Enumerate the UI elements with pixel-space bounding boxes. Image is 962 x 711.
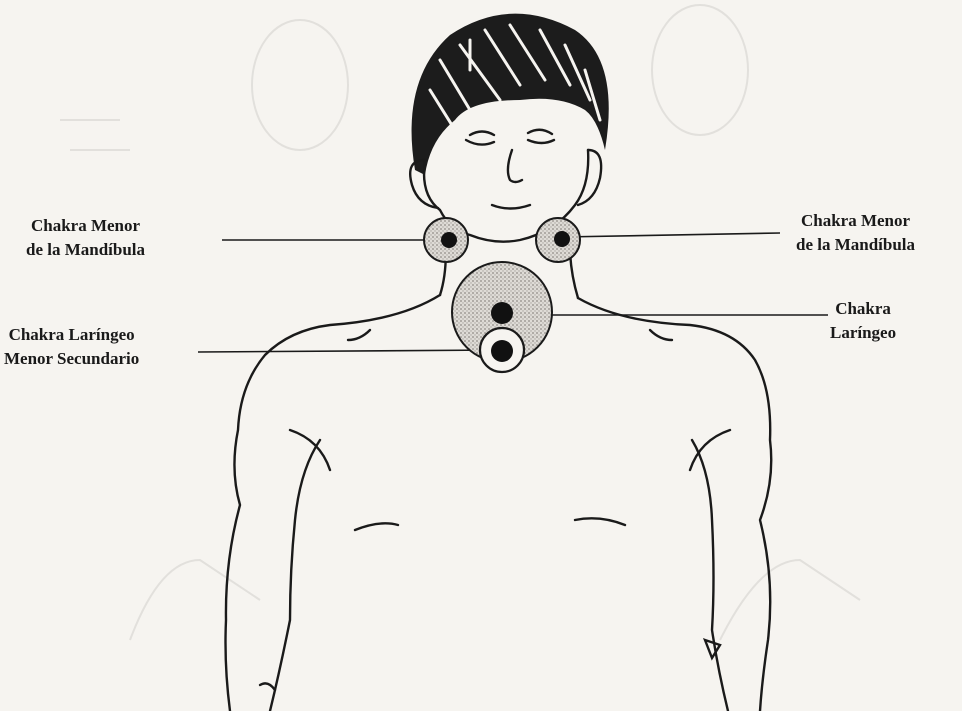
jaw-chakra-left: [424, 218, 468, 262]
label-line: Menor Secundario: [4, 347, 139, 371]
label-jaw-chakra-left: Chakra Menor de la Mandíbula: [26, 214, 145, 262]
label-line: de la Mandíbula: [26, 238, 145, 262]
label-line: Chakra: [830, 297, 896, 321]
label-line: Laríngeo: [830, 321, 896, 345]
label-laryngeal-minor-secondary-chakra: Chakra Laríngeo Menor Secundario: [4, 323, 139, 371]
hair: [412, 14, 609, 175]
label-jaw-chakra-right: Chakra Menor de la Mandíbula: [796, 209, 915, 257]
label-line: de la Mandíbula: [796, 233, 915, 257]
jaw-chakra-right: [536, 218, 580, 262]
label-line: Chakra Laríngeo: [4, 323, 139, 347]
label-line: Chakra Menor: [26, 214, 145, 238]
label-laryngeal-chakra: Chakra Laríngeo: [830, 297, 896, 345]
laryngeal-minor-secondary-chakra: [480, 328, 524, 372]
label-line: Chakra Menor: [796, 209, 915, 233]
